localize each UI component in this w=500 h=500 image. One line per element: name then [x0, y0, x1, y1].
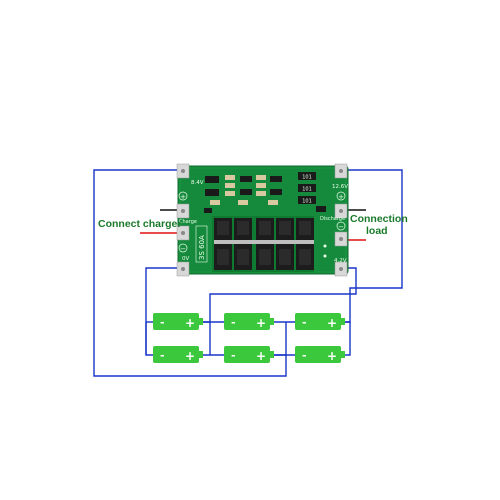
cell-minus-sign: - — [302, 316, 307, 329]
minus-symbol-right-text: − — [338, 223, 344, 231]
resistor-3 — [298, 196, 316, 204]
battery-cell-r2c2: - + — [224, 346, 274, 363]
label-4v2: 4.2V — [334, 258, 347, 264]
resistor-2 — [298, 184, 316, 192]
small-components — [204, 175, 326, 213]
resistor-2-code: 101 — [302, 187, 312, 193]
left-pads — [176, 163, 190, 277]
cell-minus-sign: - — [302, 349, 307, 362]
plus-symbol-right-text: + — [338, 193, 344, 201]
cell-plus-sign: + — [327, 316, 337, 330]
resistor-1 — [298, 172, 316, 180]
load-label-line2: load — [366, 225, 388, 237]
label-discharge: Discharge — [320, 216, 345, 222]
battery-cell-r1c3: - + — [295, 313, 345, 330]
mosfet-array — [212, 216, 314, 272]
model-text: 3S 60A — [198, 235, 206, 260]
load-label-line1: Connection — [350, 213, 408, 225]
plus-symbol-right — [336, 191, 346, 201]
battery-cell-r2c1: - + — [153, 346, 203, 363]
minus-symbol-right — [336, 221, 346, 231]
resistor-1-code: 101 — [302, 175, 312, 181]
plus-symbol-left-text: + — [180, 193, 186, 201]
cell-plus-sign: + — [256, 316, 266, 330]
bms-board: + − + − 8.4V Charge 0V 12.6V Discharge 4… — [176, 163, 349, 277]
cell-plus-sign: + — [185, 349, 195, 363]
cell-minus-sign: - — [231, 349, 236, 362]
battery-cells: - + - + - + - + - + — [153, 313, 345, 363]
resistors: 101 101 101 — [298, 172, 316, 205]
wire-b-plus — [340, 169, 403, 323]
minus-symbol-left-text: − — [180, 245, 186, 253]
cell-minus-sign: - — [231, 316, 236, 329]
minus-symbol-left — [178, 243, 188, 253]
wire-parallel-right — [340, 321, 351, 356]
cell-plus-sign: + — [185, 316, 195, 330]
label-charge: Charge — [179, 219, 197, 225]
charger-label: Connect charger — [98, 218, 181, 230]
label-8v4: 8.4V — [191, 180, 204, 186]
battery-cell-r1c1: - + — [153, 313, 203, 330]
battery-cell-r2c3: - + — [295, 346, 345, 363]
right-pads — [334, 163, 348, 277]
cell-plus-sign: + — [256, 349, 266, 363]
battery-cell-r1c2: - + — [224, 313, 274, 330]
plus-symbol-left — [178, 191, 188, 201]
cell-minus-sign: - — [160, 316, 165, 329]
resistor-3-code: 101 — [302, 199, 312, 205]
label-0v: 0V — [182, 256, 189, 262]
cell-plus-sign: + — [327, 349, 337, 363]
label-12v6: 12.6V — [332, 184, 348, 190]
cell-minus-sign: - — [160, 349, 165, 362]
wire-0v — [145, 267, 182, 356]
model-label-box — [195, 225, 208, 263]
